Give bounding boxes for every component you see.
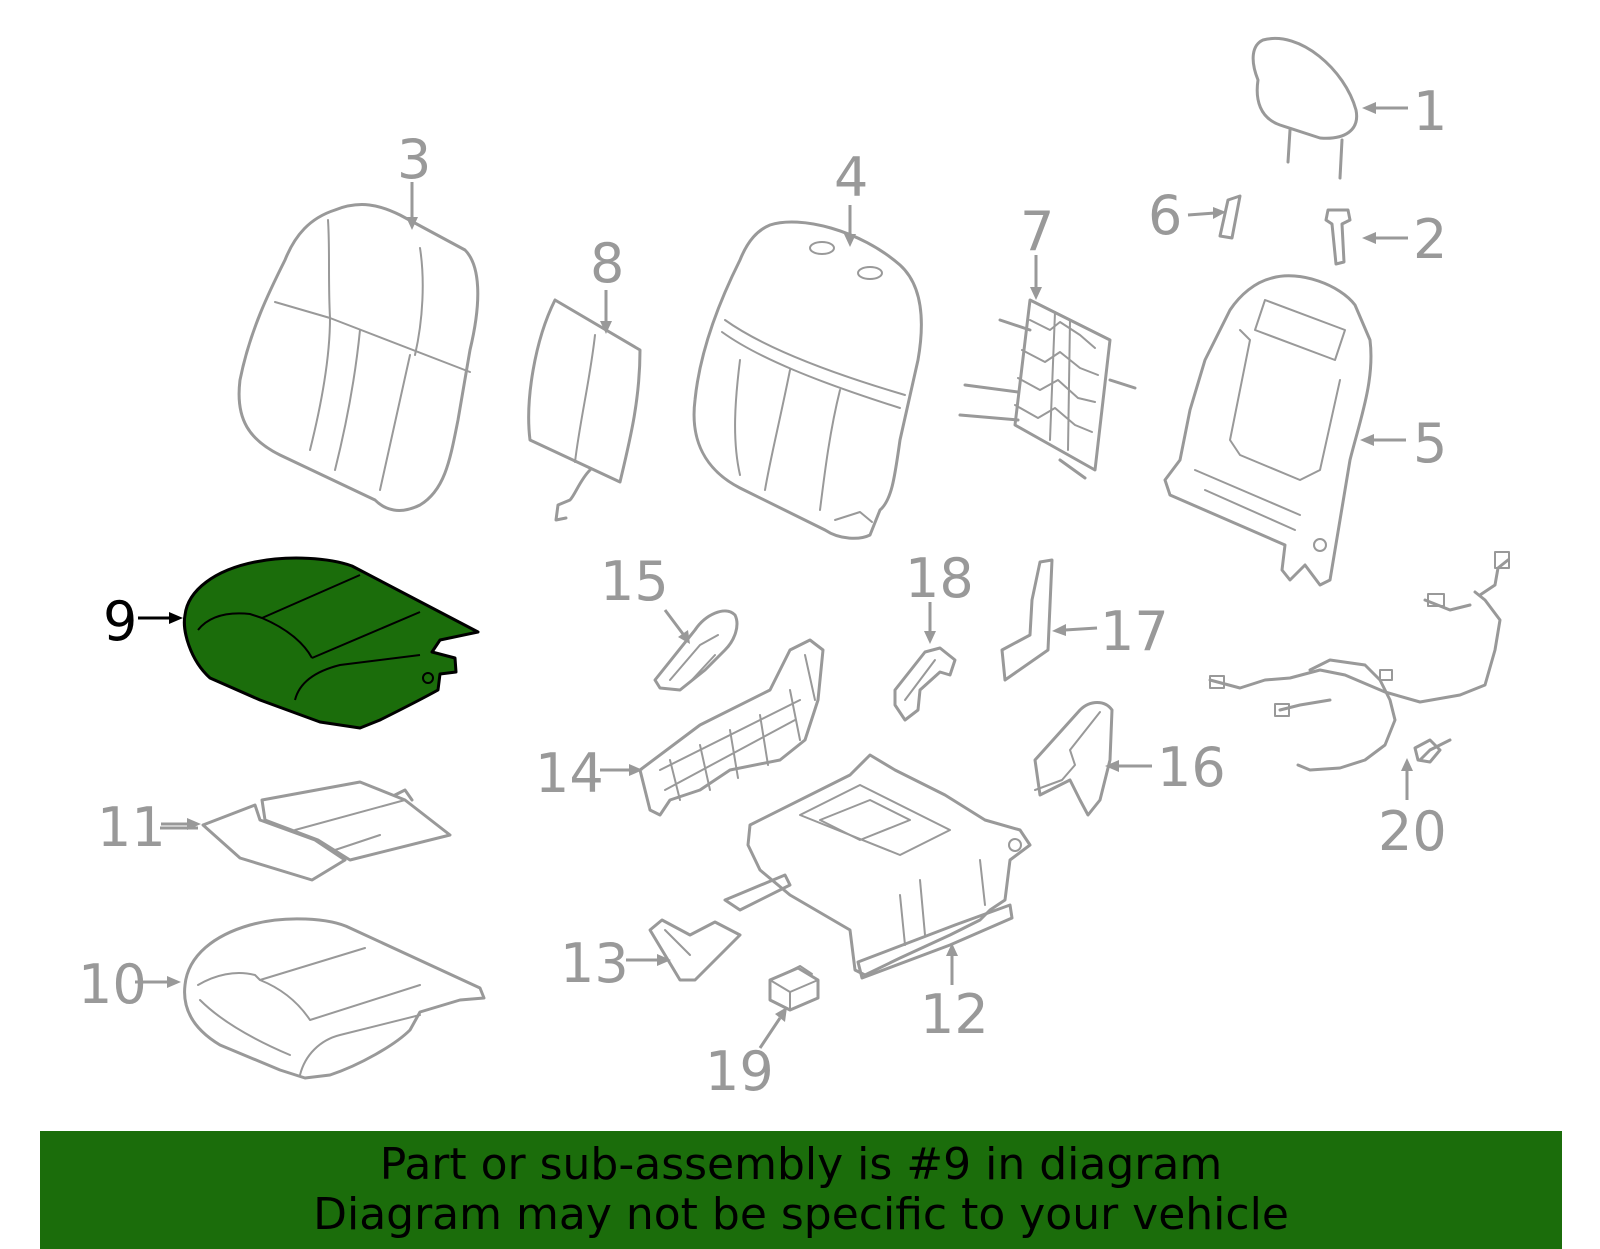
- parts-diagram: 1 2 3 4 5 6 7 8 9 10 11 12 13 14 15 16 1…: [78, 37, 1510, 1103]
- part-18-bracket: [893, 646, 957, 722]
- part-14-side-shield: [638, 638, 825, 817]
- callout-15: 15: [600, 550, 669, 613]
- callout-10: 10: [78, 953, 147, 1016]
- part-9-cushion-cover-highlighted: [182, 556, 480, 730]
- callout-18: 18: [905, 547, 974, 610]
- callout-17: 17: [1100, 600, 1169, 663]
- callout-19: 19: [705, 1040, 774, 1103]
- part-5-frame: [1163, 274, 1373, 587]
- part-17-trim: [1000, 558, 1054, 682]
- callout-labels: 1 2 3 4 5 6 7 8 9 10 11 12 13 14 15 16 1…: [78, 80, 1447, 1103]
- callout-1: 1: [1413, 80, 1447, 143]
- part-19-switch: [768, 965, 820, 1012]
- part-4-seatback-pad: [692, 220, 923, 540]
- part-16-side-cover: [1033, 701, 1114, 817]
- part-11-heater: [201, 780, 452, 882]
- part-15-cover: [653, 609, 739, 692]
- callout-14: 14: [535, 742, 604, 805]
- callout-4: 4: [834, 146, 868, 209]
- callout-12: 12: [920, 983, 989, 1046]
- callout-11: 11: [97, 796, 166, 859]
- callout-20: 20: [1378, 800, 1447, 863]
- part-20-wiring-harness: [1208, 551, 1510, 772]
- callout-13: 13: [560, 932, 629, 995]
- part-6-clip: [1218, 194, 1242, 240]
- banner-line-disclaimer: Diagram may not be specific to your vehi…: [313, 1189, 1289, 1240]
- callout-3: 3: [397, 128, 431, 191]
- callout-8: 8: [590, 232, 624, 295]
- leader-arrows: [135, 102, 1413, 1049]
- part-7-spring-mat: [958, 298, 1137, 480]
- part-10-cushion-pad: [183, 917, 486, 1080]
- part-3-seatback-cover: [237, 203, 480, 512]
- part-12-seat-frame: [723, 753, 1032, 980]
- callout-6: 6: [1148, 184, 1182, 247]
- part-13-bracket: [648, 918, 742, 982]
- part-2-guide: [1324, 208, 1352, 266]
- callout-9: 9: [103, 590, 137, 653]
- callout-16: 16: [1157, 736, 1226, 799]
- callout-7: 7: [1020, 200, 1054, 263]
- banner-line-part-number: Part or sub-assembly is #9 in diagram: [379, 1139, 1223, 1190]
- callout-5: 5: [1413, 412, 1447, 475]
- callout-2: 2: [1413, 208, 1447, 271]
- info-banner: Part or sub-assembly is #9 in diagram Di…: [40, 1131, 1562, 1249]
- part-8-pad: [527, 298, 642, 522]
- part-1-headrest: [1251, 37, 1359, 180]
